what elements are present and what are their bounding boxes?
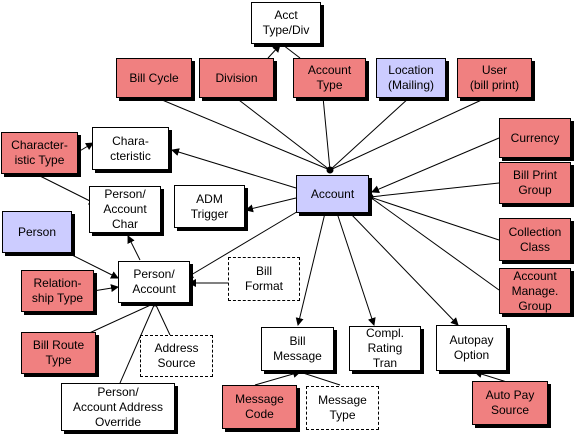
node-person-account: Person/ Account [118, 261, 190, 303]
edge-collectionclass-account [369, 196, 500, 241]
edge-addresssource-personaccount [154, 302, 171, 336]
node-bill-cycle: Bill Cycle [116, 58, 192, 98]
node-auto-pay-source: Auto Pay Source [472, 381, 548, 425]
node-characteristic-type: Character- istic Type [1, 132, 78, 174]
node-location-mailing: Location (Mailing) [376, 58, 446, 98]
node-message-type: Message Type [306, 386, 379, 430]
edge-personaccount-personaccountchar [127, 235, 141, 261]
node-collection-class: Collection Class [499, 218, 571, 261]
edge-bill-cycle-account [154, 96, 334, 174]
node-acct-type-div: Acct Type/Div [251, 2, 321, 44]
edge-account-autopay [349, 212, 459, 326]
edge-messagecode-billmessage [254, 370, 301, 386]
node-characteristic: Chara- cteristic [92, 127, 169, 170]
node-bill-print-group: Bill Print Group [499, 162, 571, 204]
node-user-bill-print: User (bill print) [457, 58, 532, 98]
edge-account-complrating [336, 212, 376, 326]
edge-messagetype-billmessage [299, 371, 341, 386]
edge-account-admtrigger [245, 197, 297, 213]
edge-division-account [234, 96, 331, 171]
node-bill-route-type: Bill Route Type [21, 332, 96, 374]
node-bill-message: Bill Message [261, 327, 334, 371]
edge-accounttype-accttypediv [282, 44, 301, 59]
node-adm-trigger: ADM Trigger [174, 185, 245, 228]
edge-account-billmessage [295, 212, 326, 326]
edge-person-personaccount [61, 249, 119, 279]
node-autopay-option: Autopay Option [436, 325, 507, 371]
edge-account-personaccount [185, 209, 301, 279]
node-account-manage-group: Account Manage. Group [499, 268, 571, 314]
node-relationship-type: Relation- ship Type [21, 270, 94, 312]
node-person-account-char: Person/ Account Char [89, 186, 161, 233]
node-compl-rating-tran: Compl. Rating Tran [349, 326, 421, 371]
node-division: Division [199, 58, 274, 98]
node-person-account-address-override: Person/ Account Address Override [61, 383, 175, 431]
node-bill-format: Bill Format [228, 257, 300, 301]
node-address-source: Address Source [140, 335, 213, 377]
edge-account-type-account [322, 96, 331, 171]
node-account-type: Account Type [293, 58, 366, 98]
node-message-code: Message Code [222, 385, 297, 429]
edge-billprintgroup-account [366, 182, 500, 201]
edge-currency-account [371, 137, 500, 193]
edge-user-account [329, 96, 489, 171]
node-account: Account [296, 175, 369, 213]
node-currency: Currency [499, 118, 571, 158]
node-person: Person [2, 211, 72, 253]
edge-override-personaccount [119, 302, 156, 384]
edge-chartype-personaccountchar [37, 174, 97, 205]
edge-location-account [329, 96, 411, 171]
edge-accountmanage-account [369, 196, 500, 291]
edge-billroute-personaccount [84, 299, 159, 336]
edge-account-characteristic [171, 148, 297, 189]
edge-division-accttypediv [267, 44, 281, 59]
